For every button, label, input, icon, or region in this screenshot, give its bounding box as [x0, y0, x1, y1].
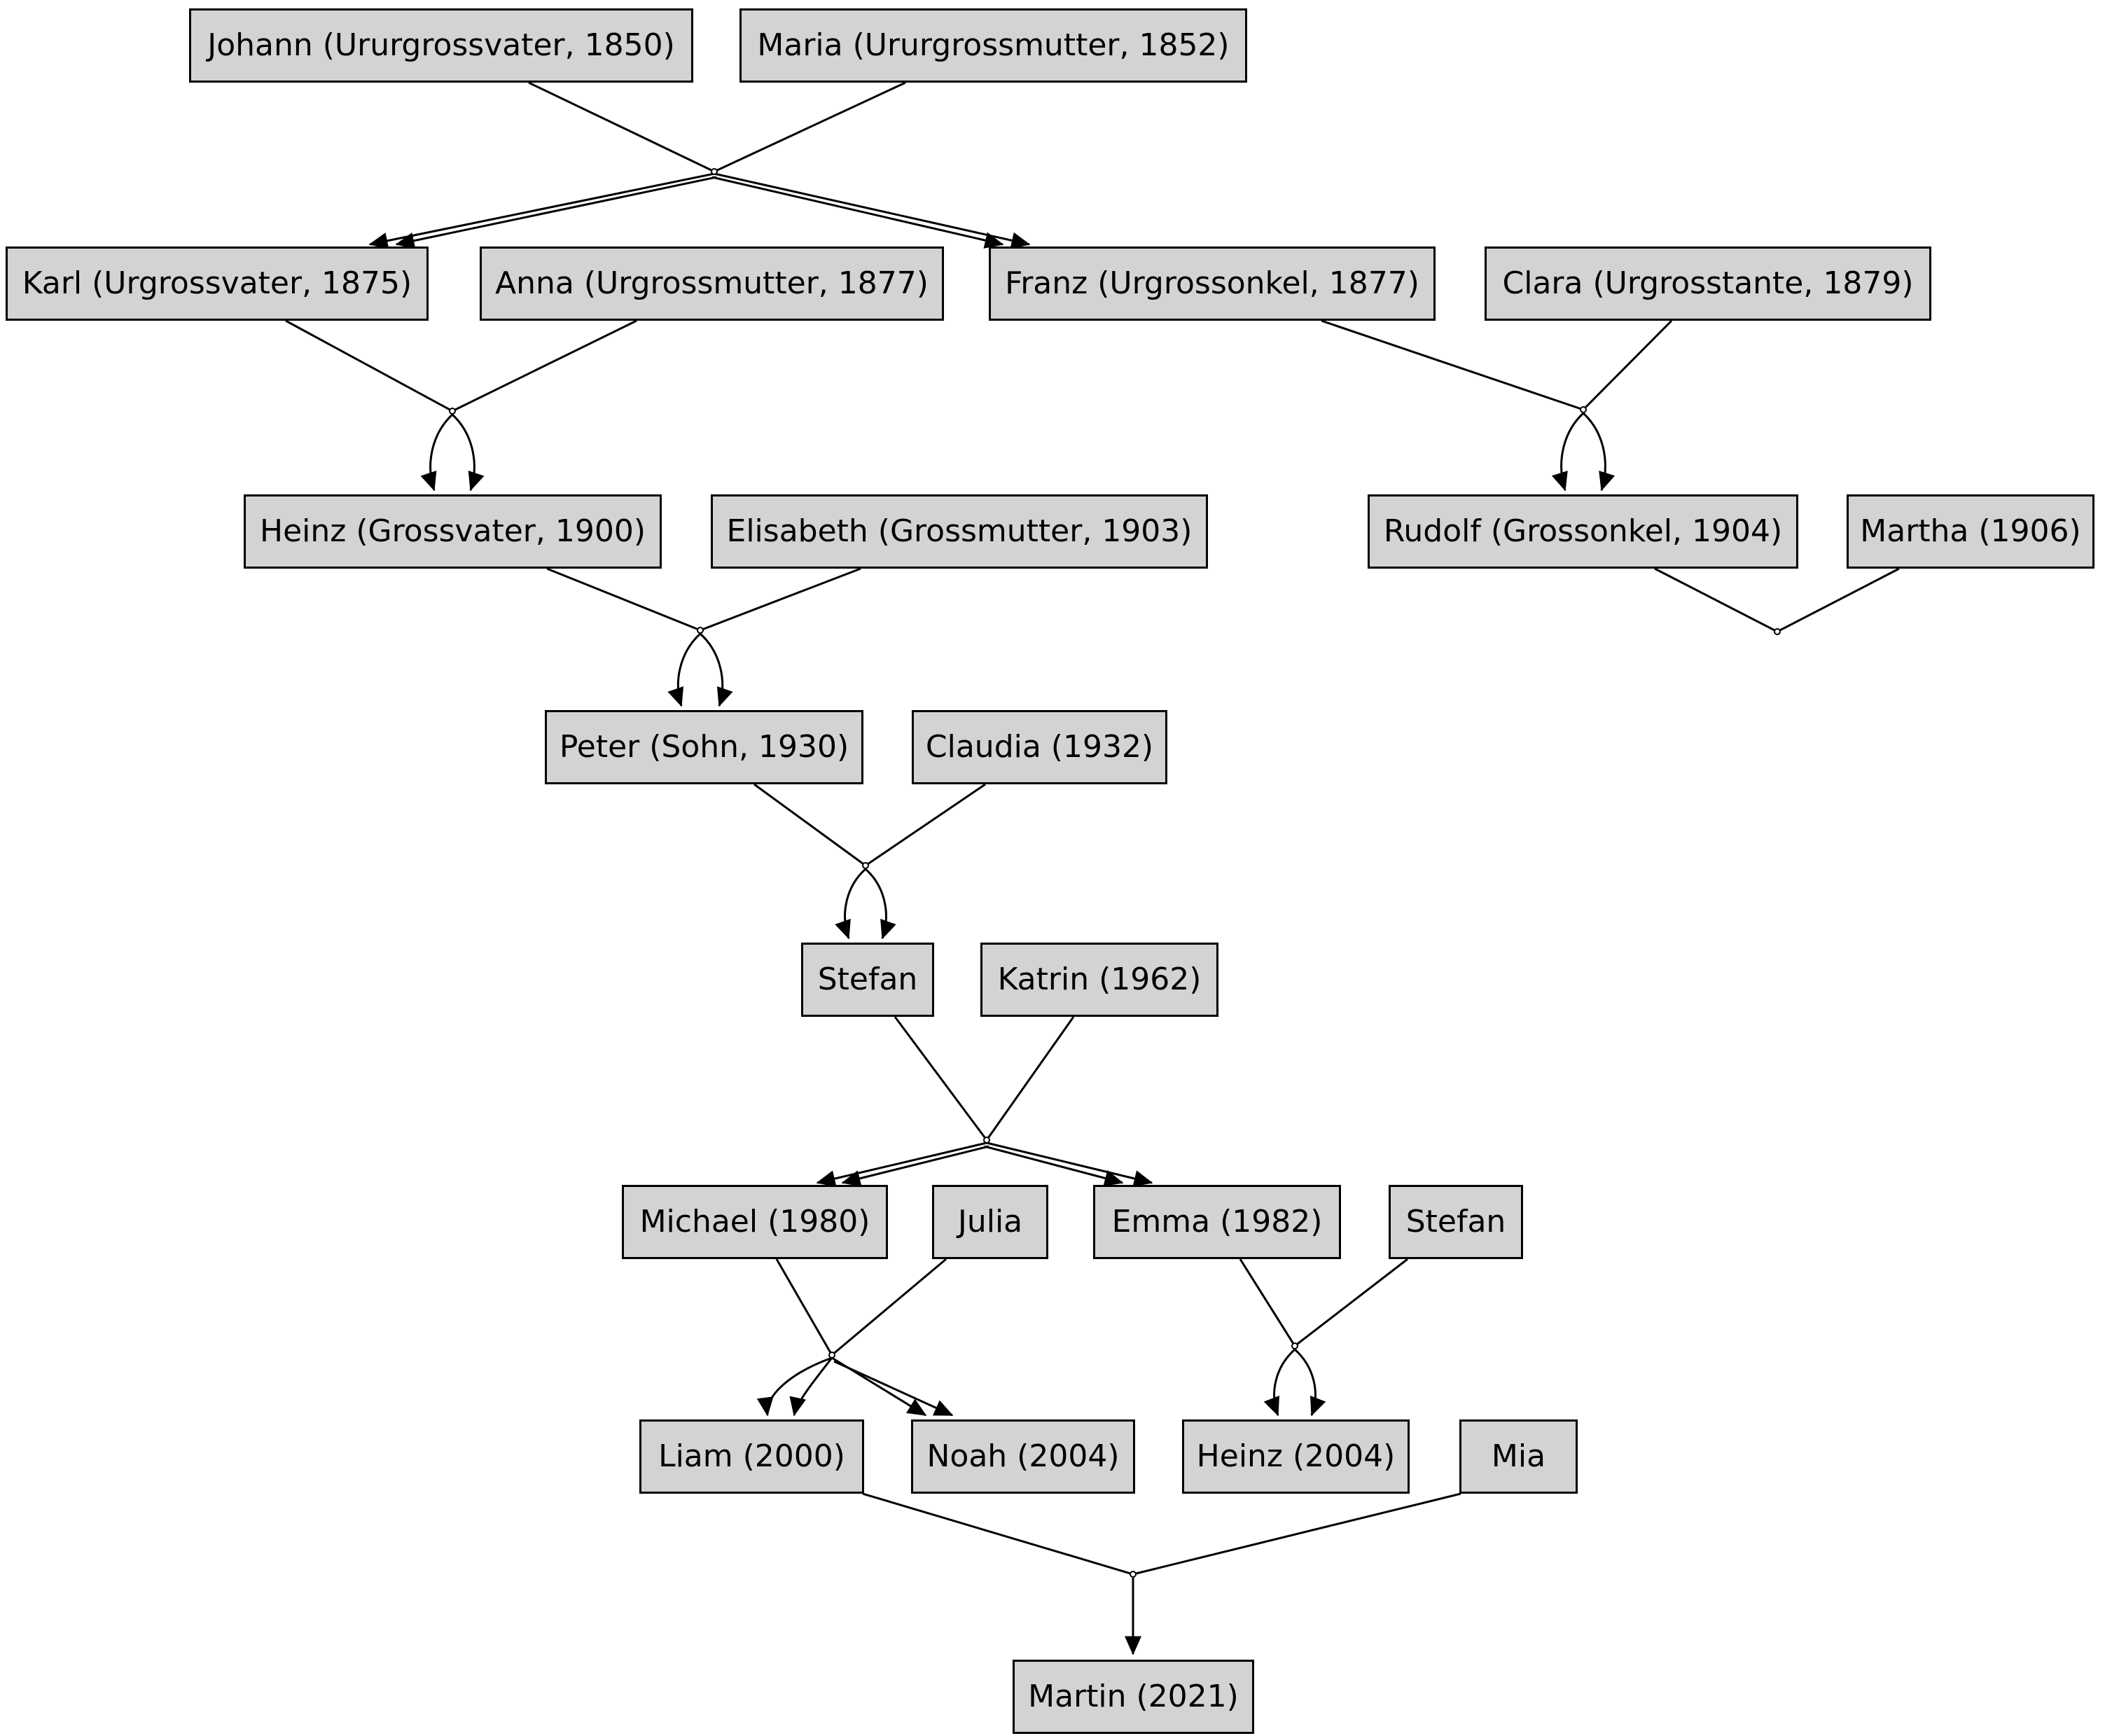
node-heinz-grossvater: Heinz (Grossvater, 1900)	[244, 494, 662, 569]
node-martin: Martin (2021)	[1013, 1660, 1254, 1734]
node-katrin: Katrin (1962)	[980, 943, 1218, 1017]
node-julia: Julia	[932, 1185, 1048, 1259]
node-claudia: Claudia (1932)	[912, 710, 1167, 784]
node-rudolf: Rudolf (Grossonkel, 1904)	[1368, 494, 1798, 569]
node-johann: Johann (Ururgrossvater, 1850)	[189, 8, 693, 83]
node-karl: Karl (Urgrossvater, 1875)	[6, 246, 429, 321]
node-emma: Emma (1982)	[1093, 1185, 1341, 1259]
node-franz: Franz (Urgrossonkel, 1877)	[989, 246, 1436, 321]
node-anna: Anna (Urgrossmutter, 1877)	[480, 246, 944, 321]
node-martha: Martha (1906)	[1847, 494, 2094, 569]
node-liam: Liam (2000)	[639, 1419, 864, 1494]
node-noah: Noah (2004)	[911, 1419, 1135, 1494]
parent-junction-lines	[285, 81, 1900, 1576]
node-peter: Peter (Sohn, 1930)	[545, 710, 863, 784]
node-michael: Michael (1980)	[622, 1185, 888, 1259]
node-heinz-2004: Heinz (2004)	[1182, 1419, 1410, 1494]
node-maria: Maria (Ururgrossmutter, 1852)	[739, 8, 1247, 83]
junction-child-arrows	[368, 172, 1616, 1655]
node-mia: Mia	[1459, 1419, 1578, 1494]
node-clara: Clara (Urgrosstante, 1879)	[1485, 246, 1931, 321]
node-stefan-partner: Stefan	[1389, 1185, 1523, 1259]
node-elisabeth: Elisabeth (Grossmutter, 1903)	[711, 494, 1208, 569]
junction-dots	[449, 168, 1781, 1578]
node-stefan-child: Stefan	[801, 943, 934, 1017]
